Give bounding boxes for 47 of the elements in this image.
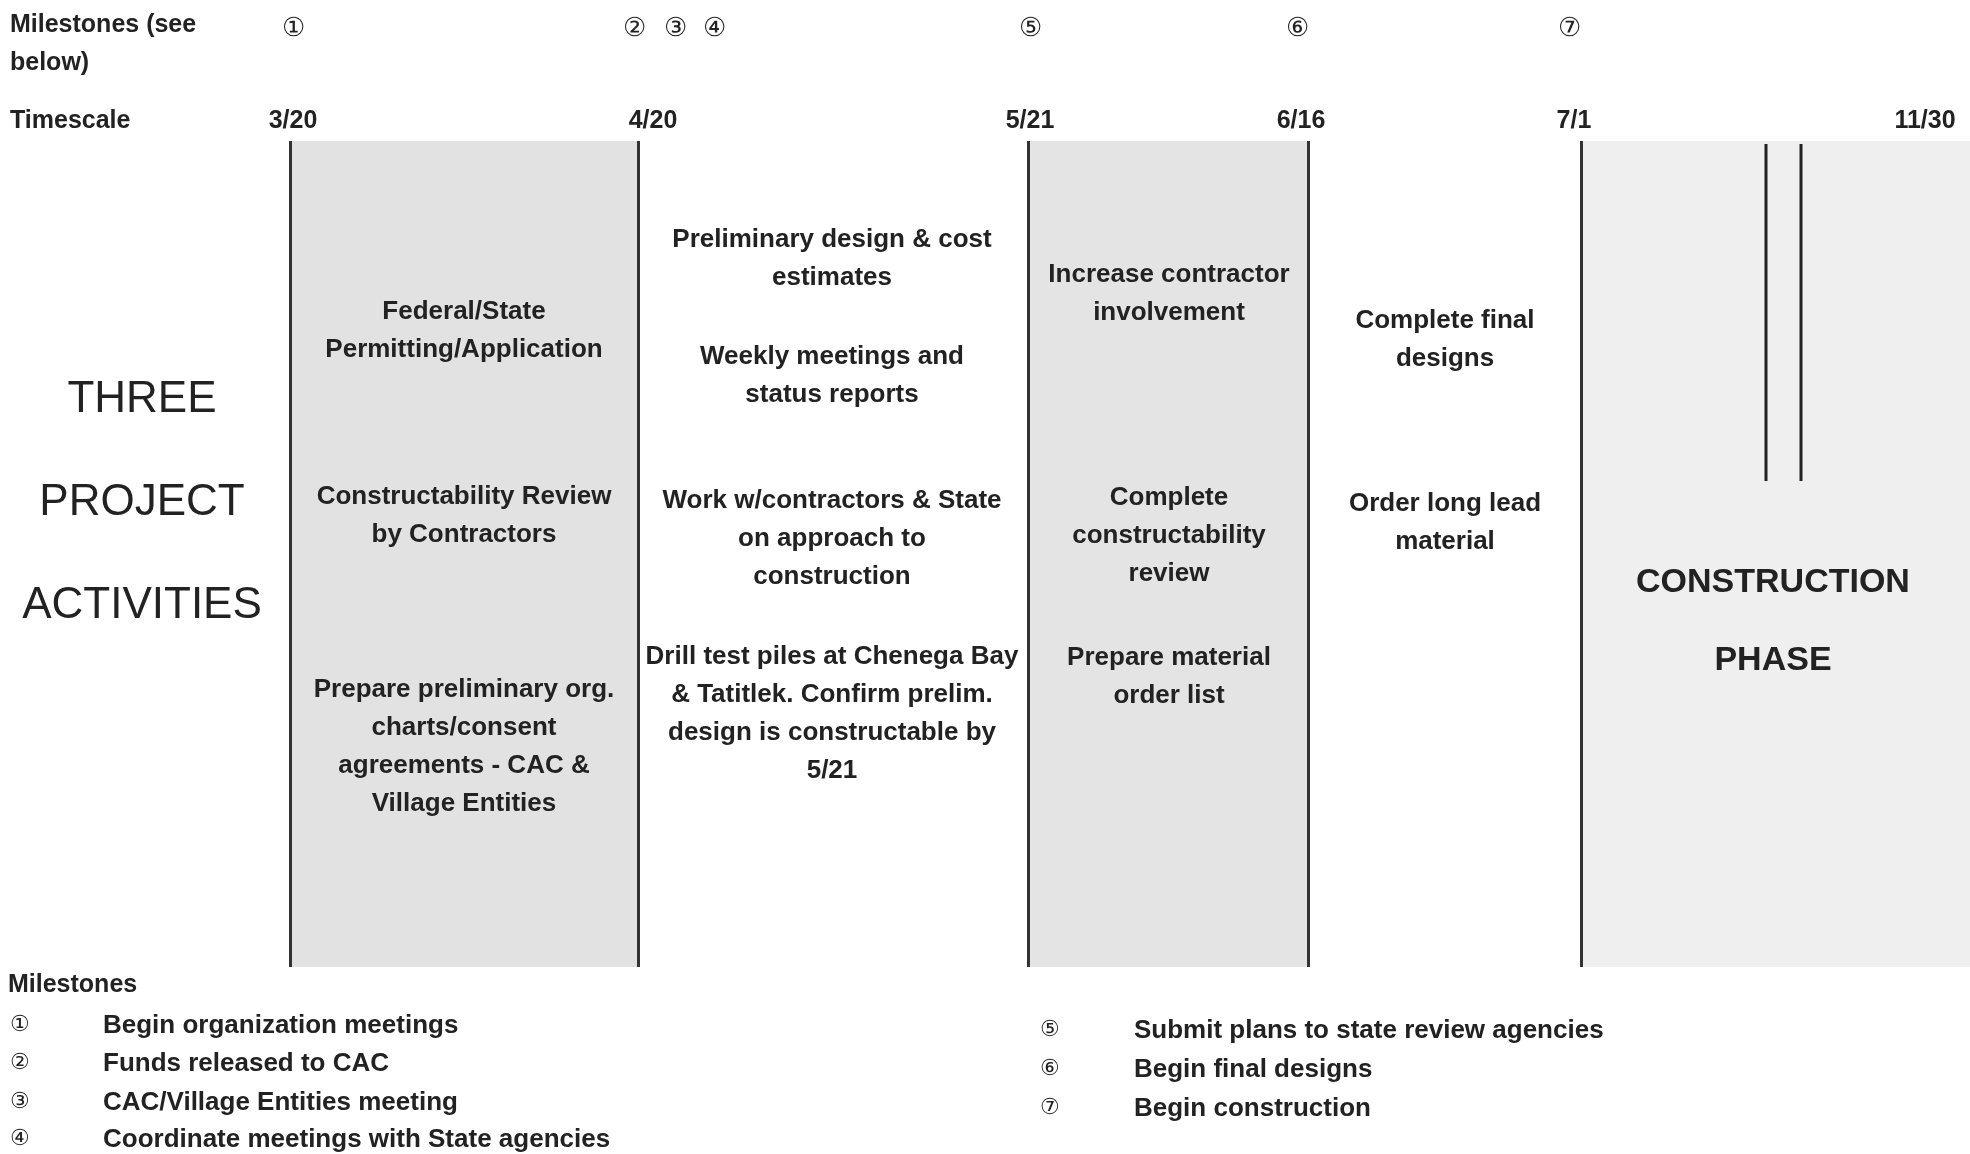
shaded-phase-band [289,141,640,967]
date-label: 3/20 [267,104,319,135]
activity-text: Weekly meetings and status reports [699,339,965,410]
milestone-number: ② [621,11,647,44]
milestone-number: ② [10,1048,30,1076]
activity-text: Work w/contractors & State on approach to construction [662,483,1002,592]
milestone-number: ④ [701,11,727,44]
activity-text: Federal/State Permitting/Application [324,294,604,365]
milestone-number: ⑤ [1040,1015,1060,1043]
milestone-description: Coordinate meetings with State agencies [103,1122,611,1154]
activity-text: Increase contractor involvement [1047,257,1291,328]
milestone-description: Submit plans to state review agencies [1134,1013,1604,1046]
milestone-description: Begin final designs [1134,1052,1373,1085]
milestone-description: Begin construction [1134,1091,1371,1124]
activity-text: Drill test piles at Chenega Bay & Tatitlek. Confirm prelim. design is constructable by 5/21 [644,639,1020,786]
activity-text: Prepare material order list [1066,640,1272,711]
milestone-number: ⑤ [1017,11,1043,44]
milestone-number: ⑥ [1284,11,1310,44]
milestone-number: ③ [10,1087,30,1115]
milestone-number: ⑦ [1556,11,1582,44]
activity-text: Constructability Review by Contractors [315,479,613,550]
milestone-description: Funds released to CAC [103,1046,390,1079]
milestone-number: ④ [10,1124,30,1152]
milestone-description: Begin organization meetings [103,1008,459,1041]
date-label: 5/21 [1004,104,1056,135]
activity-text: Prepare preliminary org. charts/consent agreements - CAC & Village Entities [312,672,616,819]
activity-text: Order long lead material [1347,486,1543,557]
date-label: 7/1 [1555,104,1593,135]
activity-text: Complete constructability review [1071,480,1267,589]
date-label: 4/20 [627,104,679,135]
shaded-phase-band [1027,141,1310,967]
date-label: 11/30 [1893,104,1957,135]
milestone-number: ⑥ [1040,1054,1060,1082]
row-heading: Timescale [10,104,131,135]
activity-text: Complete final designs [1354,303,1536,374]
milestone-number: ① [10,1010,30,1038]
shaded-phase-band [1580,141,1970,967]
phase-title: CONSTRUCTION PHASE [1635,560,1911,679]
milestone-number: ⑦ [1040,1093,1060,1121]
date-label: 6/16 [1275,104,1327,135]
activity-text: Preliminary design & cost estimates [671,222,993,293]
section-heading: THREE PROJECT ACTIVITIES [21,371,263,629]
legend-heading: Milestones [8,968,138,999]
milestone-number: ① [280,11,306,44]
row-heading: Milestones (see below) [10,8,198,77]
milestone-number: ③ [662,11,688,44]
milestone-description: CAC/Village Entities meeting [103,1085,458,1118]
